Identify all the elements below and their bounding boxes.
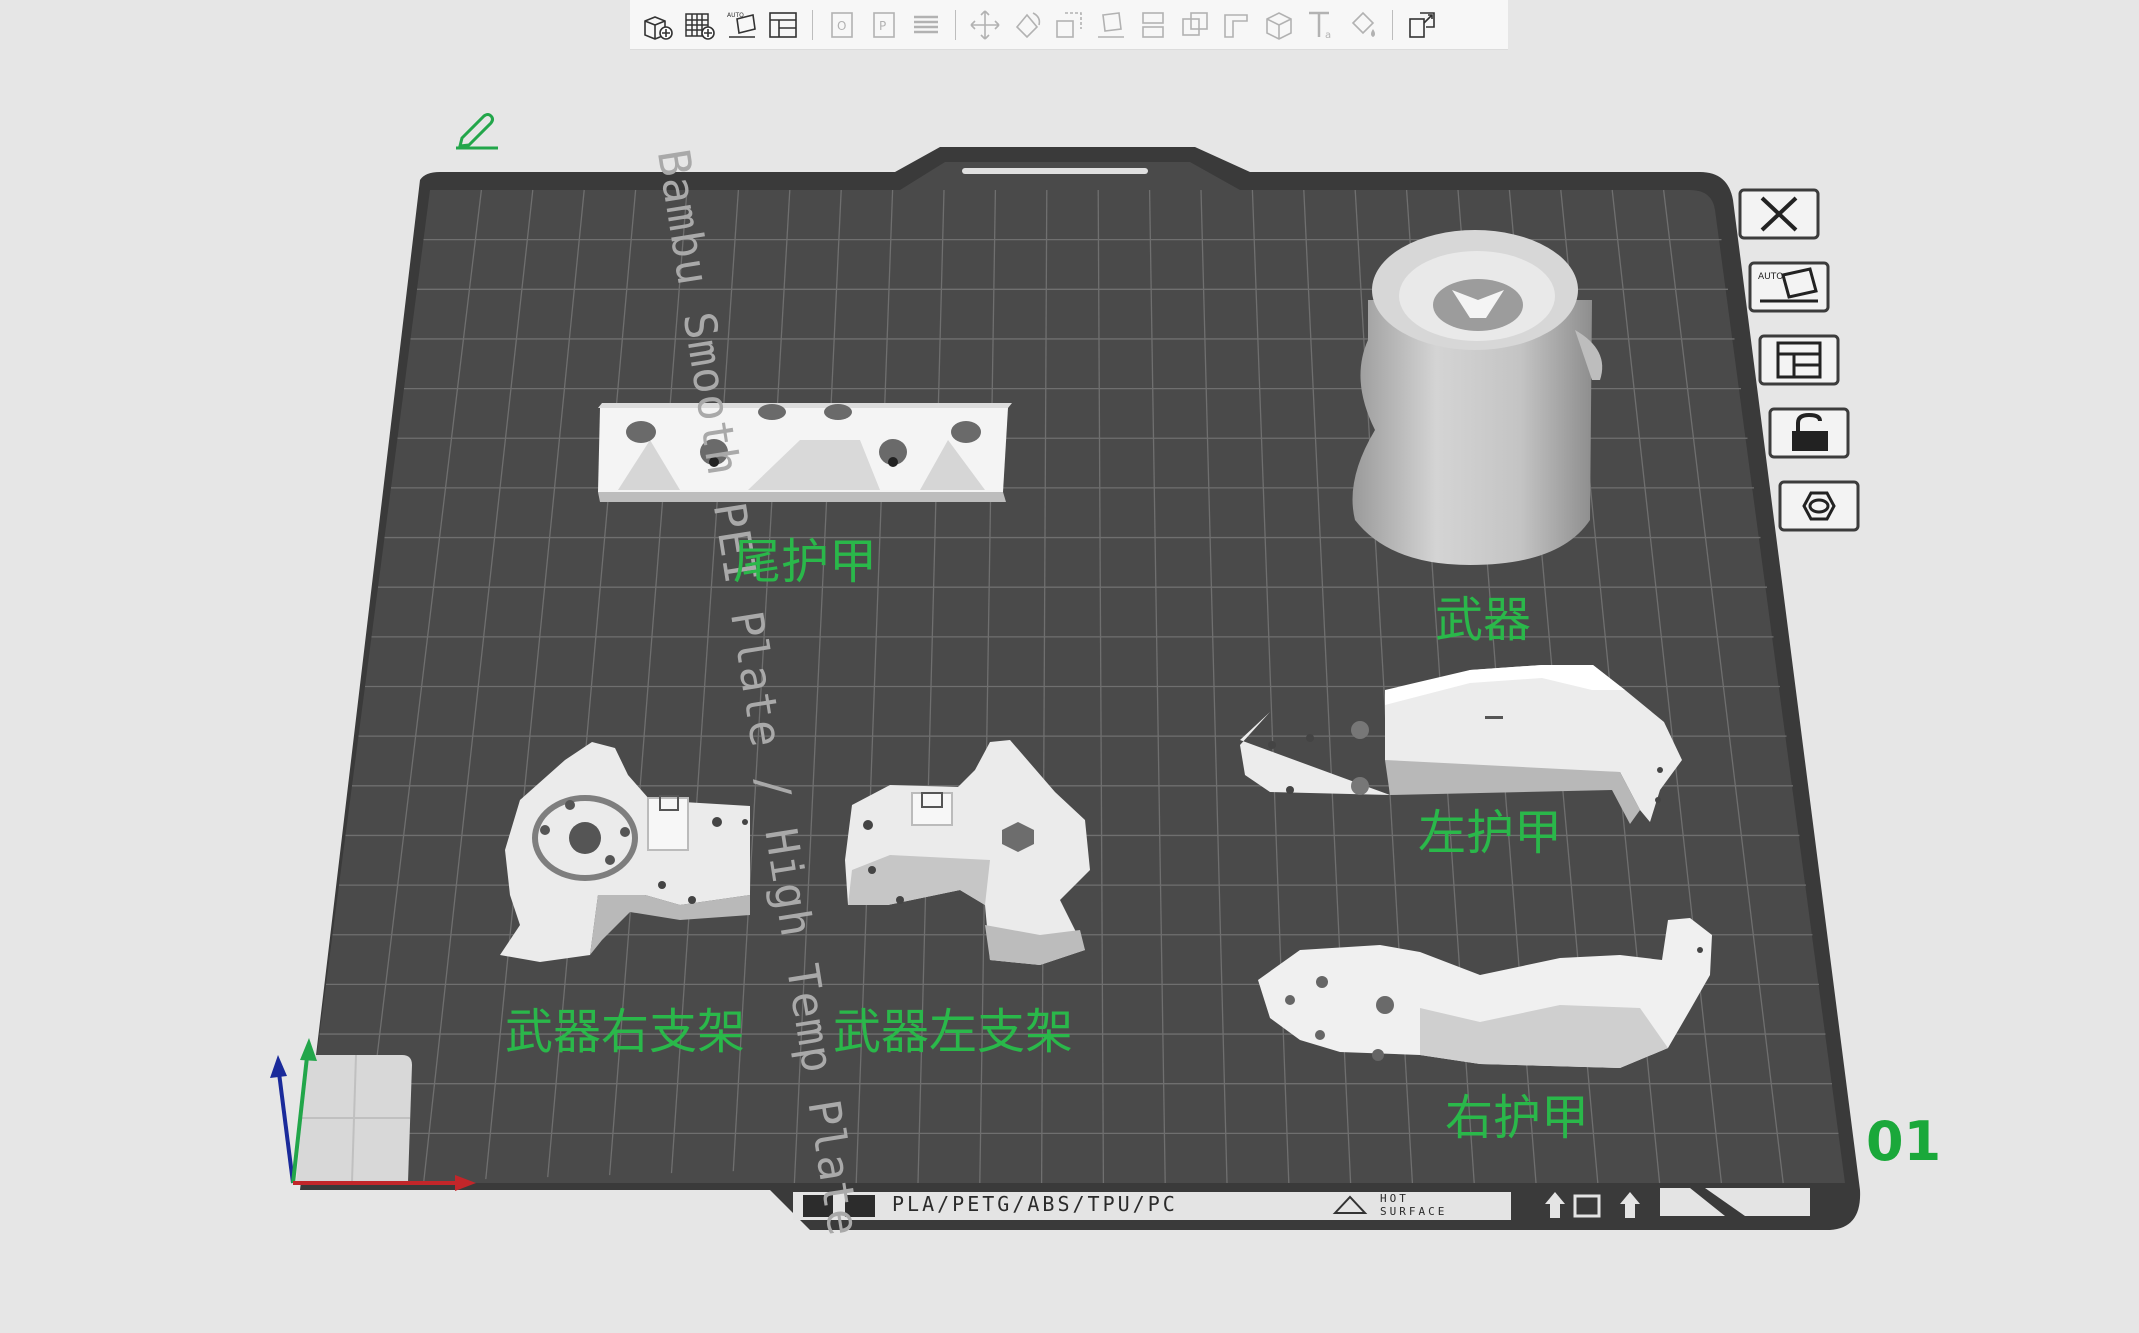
color-paint-button[interactable]: [1342, 4, 1384, 46]
object-left-armor: [1240, 665, 1682, 824]
upload-icon: [1545, 1192, 1640, 1218]
toolbar-separator: [1392, 9, 1393, 40]
object-right-armor: [1258, 918, 1712, 1068]
svg-text:P: P: [879, 19, 886, 33]
z-axis: [276, 1064, 295, 1184]
color-paint-icon: [1351, 11, 1375, 37]
add-cube-icon: [644, 15, 673, 40]
lay-on-face-button[interactable]: [1090, 4, 1132, 46]
arrange-icon: [769, 11, 797, 38]
main-toolbar: AUTO O P a: [630, 0, 1508, 50]
cut-button[interactable]: [1132, 4, 1174, 46]
add-object-button[interactable]: [636, 4, 678, 46]
support-paint-icon: [1224, 13, 1248, 38]
rotate-button[interactable]: [1006, 4, 1048, 46]
plate-number: 01: [1866, 1110, 1942, 1173]
auto-orient-button[interactable]: AUTO: [720, 4, 762, 46]
layers-button[interactable]: [905, 4, 947, 46]
hexagon-settings-icon: [1802, 491, 1836, 521]
boolean-button[interactable]: [1174, 4, 1216, 46]
svg-text:a: a: [1325, 30, 1331, 41]
plate-info-strip: [793, 1192, 1511, 1220]
svg-text:AUTO: AUTO: [727, 12, 744, 19]
toolbar-separator: [955, 9, 956, 40]
lock-plate-button[interactable]: [1768, 407, 1850, 459]
split-objects-icon: O: [831, 11, 853, 38]
object-label-weapon-right-bracket[interactable]: 武器右支架: [505, 1004, 746, 1060]
rotate-icon: [1015, 11, 1041, 38]
plate-surface-label: SURFACE: [1380, 1205, 1448, 1218]
object-label-weapon-left-bracket[interactable]: 武器左支架: [833, 1004, 1074, 1060]
arrange-plate-button[interactable]: [1758, 334, 1840, 386]
plate-handle: [962, 168, 1148, 174]
boolean-icon: [1182, 11, 1208, 36]
add-grid-icon: [685, 12, 715, 40]
object-weapon-right-bracket: [500, 742, 750, 962]
object-label-tail-armor[interactable]: 尾护甲: [733, 534, 878, 590]
plate-hot-label: HOT: [1380, 1192, 1409, 1205]
object-weapon-left-bracket: [845, 740, 1090, 965]
auto-arrange-plate-button[interactable]: AUTO: [1748, 261, 1830, 313]
seam-paint-icon: [1266, 11, 1292, 40]
support-paint-button[interactable]: [1216, 4, 1258, 46]
y-axis: [291, 1047, 310, 1184]
object-label-left-armor[interactable]: 左护甲: [1418, 805, 1563, 861]
split-parts-button[interactable]: P: [863, 4, 905, 46]
auto-label: AUTO: [1758, 272, 1783, 282]
text-icon: a: [1309, 11, 1331, 41]
text-button[interactable]: a: [1300, 4, 1342, 46]
plate-material-list: PLA/PETG/ABS/TPU/PC: [892, 1192, 1178, 1216]
auto-orient-icon: AUTO: [727, 12, 756, 38]
scale-button[interactable]: [1048, 4, 1090, 46]
scale-icon: [1056, 11, 1082, 38]
edit-plate-name-icon[interactable]: [452, 110, 502, 150]
delete-plate-button[interactable]: [1738, 188, 1820, 240]
assembly-view-icon: [1409, 11, 1435, 38]
plate-settings-button[interactable]: [1778, 480, 1860, 532]
move-button[interactable]: [964, 4, 1006, 46]
svg-text:O: O: [837, 19, 846, 33]
cut-icon: [1142, 11, 1164, 38]
assembly-view-button[interactable]: [1401, 4, 1443, 46]
object-weapon: [1352, 230, 1603, 565]
seam-paint-button[interactable]: [1258, 4, 1300, 46]
split-parts-icon: P: [873, 11, 895, 38]
layers-icon: [914, 15, 938, 33]
add-plate-button[interactable]: [678, 4, 720, 46]
lock-icon: [1796, 412, 1822, 431]
toolbar-separator: [812, 9, 813, 40]
lay-on-face-icon: [1098, 11, 1124, 38]
split-objects-button[interactable]: O: [821, 4, 863, 46]
object-label-weapon[interactable]: 武器: [1435, 592, 1532, 648]
object-label-right-armor[interactable]: 右护甲: [1445, 1090, 1590, 1146]
object-tail-armor: [598, 403, 1012, 502]
move-icon: [970, 9, 1000, 40]
arrange-button[interactable]: [762, 4, 804, 46]
